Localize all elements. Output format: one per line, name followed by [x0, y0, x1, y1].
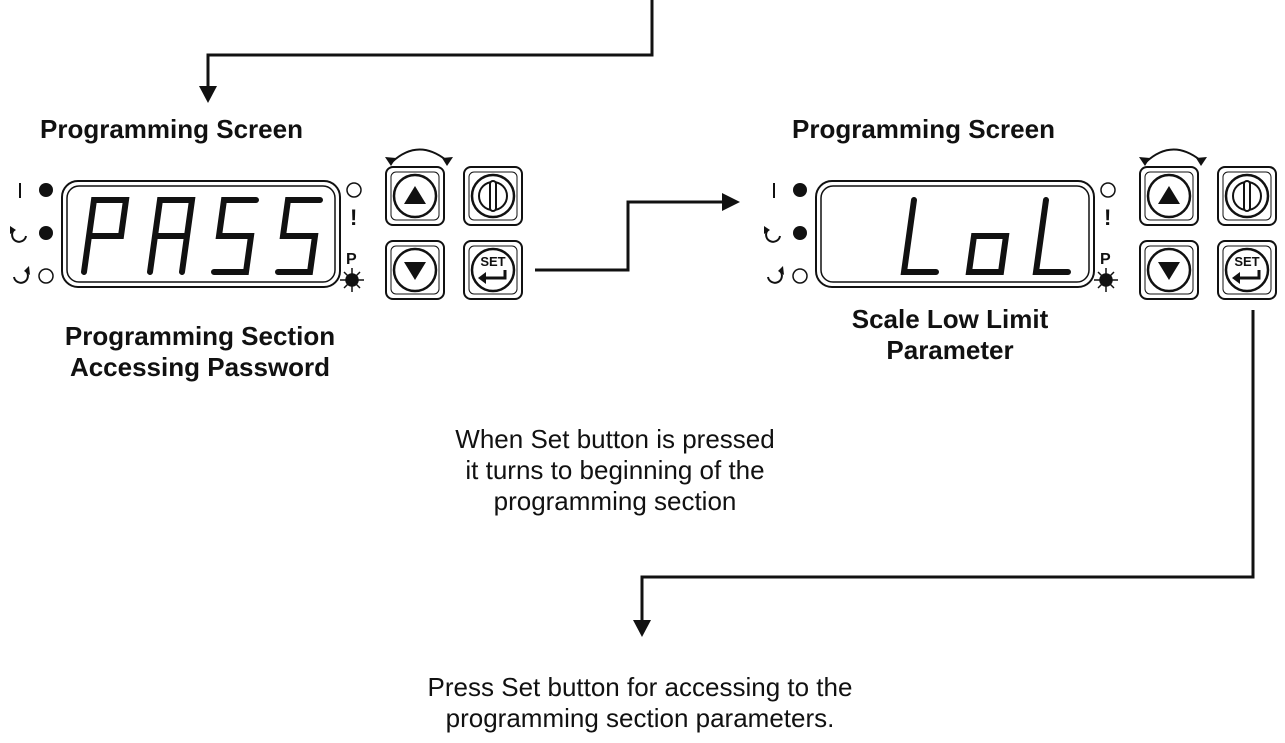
down-button[interactable] [1139, 240, 1199, 300]
program-led-icon [340, 268, 364, 292]
set-button[interactable]: SET [1217, 240, 1277, 300]
middle-note-line-3: programming section [493, 486, 737, 516]
alarm-led [346, 182, 362, 198]
left-to-right-arrowhead [722, 193, 740, 211]
led-2 [39, 226, 53, 240]
middle-note-line-1: When Set button is pressed [455, 424, 775, 454]
display-digits-lol [900, 197, 1071, 275]
display-window [820, 185, 1090, 283]
left-caption: Programming Section Accessing Password [20, 321, 380, 383]
down-button[interactable] [385, 240, 445, 300]
led-2 [793, 226, 807, 240]
right-caption-line-1: Scale Low Limit [851, 304, 1049, 334]
set-button[interactable]: SET [463, 240, 523, 300]
led-1 [793, 183, 807, 197]
top-entry-arrowhead [199, 86, 217, 103]
warn-mark: ! [350, 205, 357, 230]
rotate-cw-icon [767, 270, 783, 284]
led-3 [38, 268, 54, 284]
left-device: ! P [10, 148, 523, 300]
left-to-right-arrow [535, 200, 726, 272]
set-to-bottom-arrowhead [633, 620, 651, 637]
arrow-up-icon [404, 186, 426, 204]
set-to-bottom-arrow [640, 310, 1255, 625]
enter-icon [483, 270, 507, 280]
bottom-note: Press Set button for accessing to the pr… [340, 672, 940, 734]
middle-note-line-2: it turns to beginning of the [465, 455, 765, 485]
up-button[interactable] [385, 166, 445, 226]
led-1 [39, 183, 53, 197]
bottom-note-line-2: programming section parameters. [445, 703, 835, 733]
right-caption-line-2: Parameter [886, 335, 1014, 365]
display-digits-pass [81, 197, 323, 275]
power-button[interactable] [463, 166, 523, 226]
top-entry-arrow [206, 0, 654, 92]
led-3 [792, 268, 808, 284]
arrow-down-icon [1158, 262, 1180, 280]
up-button[interactable] [1139, 166, 1199, 226]
left-title: Programming Screen [40, 114, 303, 144]
arrow-up-icon [1158, 186, 1180, 204]
display-window [66, 185, 336, 283]
right-title: Programming Screen [792, 114, 1055, 144]
arrow-down-icon [404, 262, 426, 280]
left-caption-line-2: Accessing Password [69, 352, 331, 382]
program-led-icon [1094, 268, 1118, 292]
middle-note: When Set button is pressed it turns to b… [390, 424, 840, 517]
svg-text:SET: SET [1234, 254, 1259, 269]
program-mark: P [346, 251, 357, 268]
rotate-cw-icon [13, 270, 29, 284]
enter-icon [1237, 270, 1261, 280]
cycle-arrow-icon [391, 148, 447, 163]
rotate-ccw-icon [765, 229, 781, 243]
warn-mark: ! [1104, 205, 1111, 230]
power-button[interactable] [1217, 166, 1277, 226]
right-device: ! P [764, 148, 1277, 300]
svg-text:SET: SET [480, 254, 505, 269]
bottom-note-line-1: Press Set button for accessing to the [427, 672, 853, 702]
program-mark: P [1100, 251, 1111, 268]
right-caption: Scale Low Limit Parameter [800, 304, 1100, 366]
left-caption-line-1: Programming Section [64, 321, 336, 351]
rotate-ccw-icon [11, 229, 27, 243]
alarm-led [1100, 182, 1116, 198]
cycle-arrow-icon [1145, 148, 1201, 163]
